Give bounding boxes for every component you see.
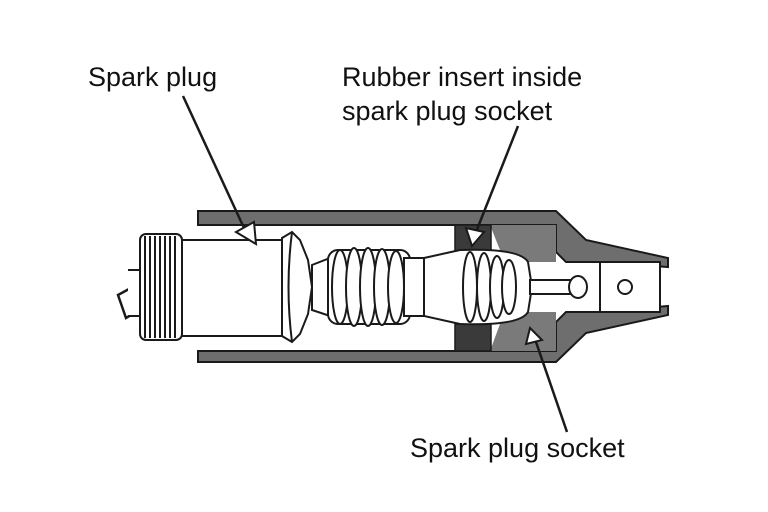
spark-plug-hex (281, 230, 314, 344)
rubber-insert-arrow (474, 125, 520, 233)
spark-plug-insulator (327, 247, 425, 327)
socket-arrowhead (524, 326, 544, 346)
leader-arrows (181, 95, 569, 433)
rubber-insert-label: Rubber insert inside spark plug socket (342, 60, 582, 128)
rubber-insert-label-line1: Rubber insert inside (342, 62, 583, 92)
socket-arrow (534, 341, 569, 433)
rubber-insert-arrowhead (464, 226, 486, 248)
spark-plug-threads (139, 233, 183, 341)
spark-plug (116, 230, 588, 344)
spark-plug-arrow (181, 95, 246, 229)
spark-plug-socket (197, 210, 669, 363)
spark-plug-label: Spark plug (88, 62, 218, 92)
rubber-insert-label-line2: spark plug socket (342, 96, 553, 126)
spark-plug-shell (181, 239, 283, 337)
socket-detent-hole (617, 279, 633, 295)
spark-plug-terminal-nut (568, 275, 588, 299)
spark-plug-socket-label: Spark plug socket (410, 433, 625, 463)
rubber-insert (454, 224, 492, 352)
spark-plug-upper-insulator (423, 248, 534, 326)
spark-plug-arrowhead (234, 220, 258, 246)
